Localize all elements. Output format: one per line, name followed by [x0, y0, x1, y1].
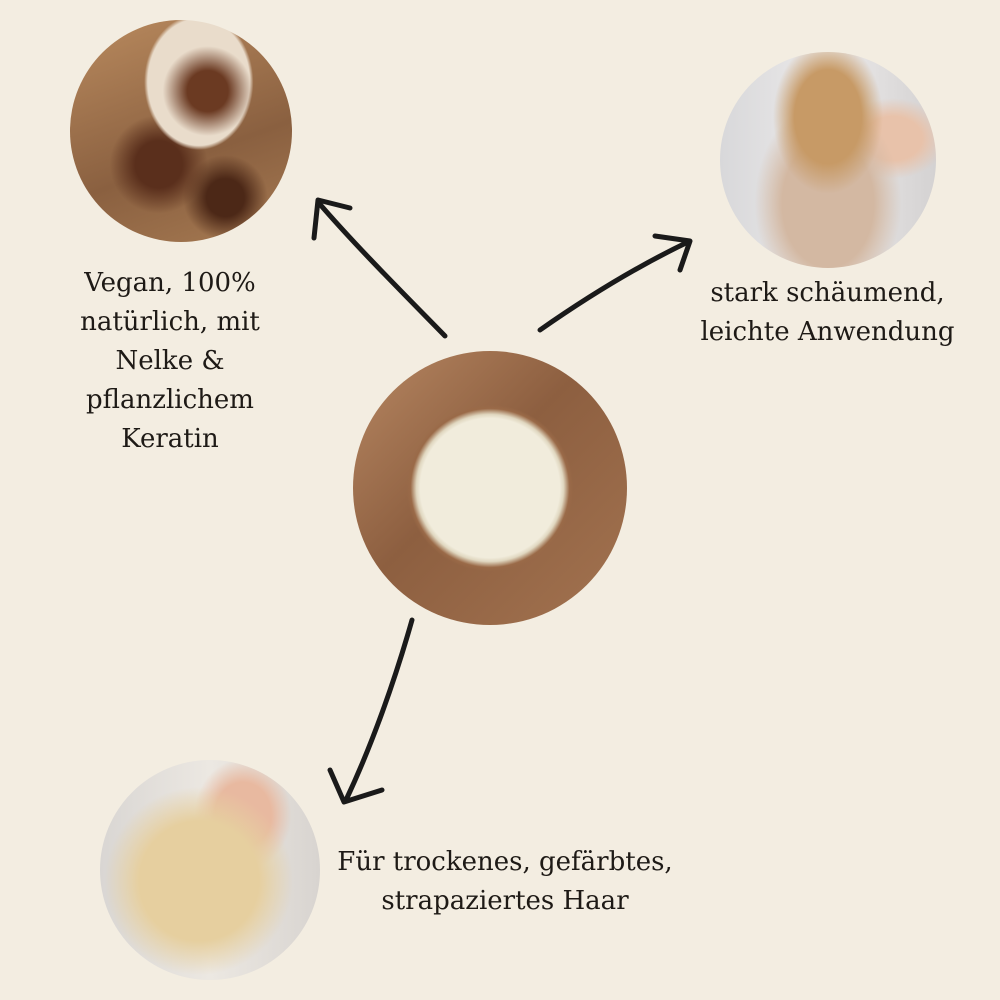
shampoo-bar-photo	[353, 351, 627, 625]
caption-line: Keratin	[121, 424, 219, 454]
caption-line: strapaziertes Haar	[381, 886, 629, 916]
cloves-photo	[70, 20, 292, 242]
foaming-caption: stark schäumend, leichte Anwendung	[670, 274, 985, 352]
arrow-to-foaming	[537, 233, 693, 333]
caption-line: leichte Anwendung	[700, 317, 955, 347]
caption-line: Für trockenes, gefärbtes,	[337, 847, 673, 877]
caption-line: natürlich, mit	[80, 307, 260, 337]
cloves-caption: Vegan, 100% natürlich, mit Nelke & pflan…	[40, 264, 300, 459]
caption-line: pflanzlichem	[86, 385, 254, 415]
blonde-hair-photo	[100, 760, 320, 980]
hair-washing-photo	[720, 52, 936, 268]
caption-line: Vegan, 100%	[84, 268, 256, 298]
arrow-to-hair	[327, 617, 415, 805]
hair-caption: Für trockenes, gefärbtes, strapaziertes …	[320, 843, 690, 921]
caption-line: Nelke &	[115, 346, 225, 376]
arrow-to-cloves	[311, 197, 448, 339]
caption-line: stark schäumend,	[710, 278, 945, 308]
